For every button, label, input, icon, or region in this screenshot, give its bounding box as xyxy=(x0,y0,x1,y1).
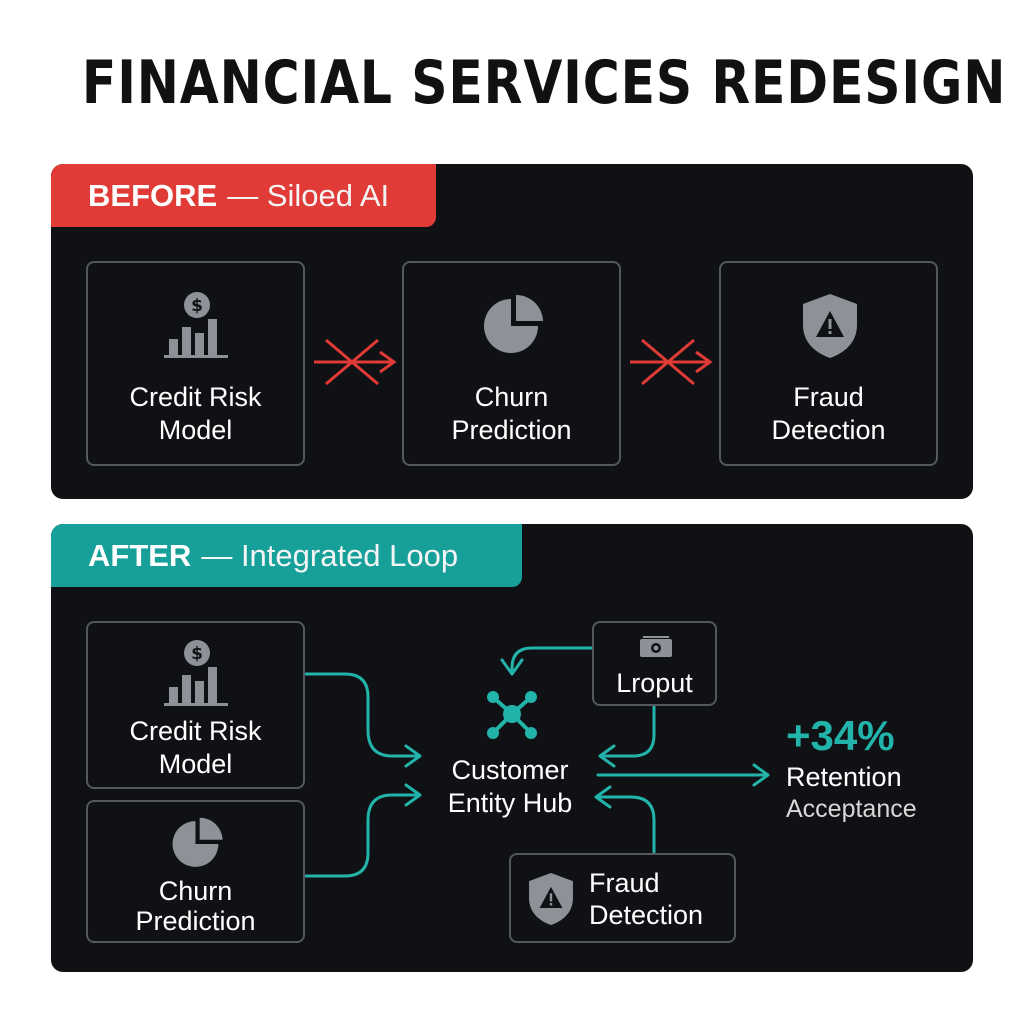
pie-chart-icon xyxy=(172,817,223,867)
after-tab: AFTER — Integrated Loop xyxy=(51,524,522,587)
svg-text:$: $ xyxy=(191,296,203,316)
before-tab-subtitle: — Siloed AI xyxy=(227,177,390,213)
page-title: FINANCIAL SERVICES REDESIGN xyxy=(81,48,1007,118)
svg-text:$: $ xyxy=(191,644,203,664)
hub-label: Customer Entity Hub xyxy=(447,755,573,818)
retention-stat-value: +34% xyxy=(786,712,895,759)
before-tab: BEFORE — Siloed AI xyxy=(51,164,436,227)
before-tab-title: BEFORE xyxy=(88,177,218,213)
bar-chart-dollar-icon: $ xyxy=(164,292,228,358)
before-credit-risk-card[interactable]: $ Credit Risk Model xyxy=(86,261,305,466)
after-payout-card[interactable]: Lroput xyxy=(592,621,717,706)
retention-stat-sublabel: Acceptance xyxy=(786,795,917,823)
shield-warning-icon xyxy=(529,873,573,925)
shield-warning-icon xyxy=(803,294,857,358)
after-fraud-card[interactable]: Fraud Detection xyxy=(509,853,736,943)
before-credit-risk-label: Credit Risk Model xyxy=(129,382,262,445)
after-credit-risk-label: Credit Risk Model xyxy=(129,716,262,779)
after-fraud-label: Fraud Detection xyxy=(589,868,704,930)
after-payout-label: Lroput xyxy=(616,668,693,698)
bar-chart-dollar-icon: $ xyxy=(164,640,228,706)
after-tab-subtitle: — Integrated Loop xyxy=(201,537,459,573)
after-churn-label: Churn Prediction xyxy=(135,876,256,936)
before-fraud-card[interactable]: Fraud Detection xyxy=(719,261,938,466)
after-churn-card[interactable]: Churn Prediction xyxy=(86,800,305,943)
after-tab-title: AFTER xyxy=(88,537,192,573)
before-churn-card[interactable]: Churn Prediction xyxy=(402,261,621,466)
retention-stat-label: Retention xyxy=(786,762,902,792)
before-fraud-label: Fraud Detection xyxy=(771,382,886,445)
after-credit-risk-card[interactable]: $ Credit Risk Model xyxy=(86,621,305,789)
cash-icon xyxy=(640,636,672,657)
pie-chart-icon xyxy=(484,295,543,353)
before-churn-label: Churn Prediction xyxy=(451,382,572,445)
